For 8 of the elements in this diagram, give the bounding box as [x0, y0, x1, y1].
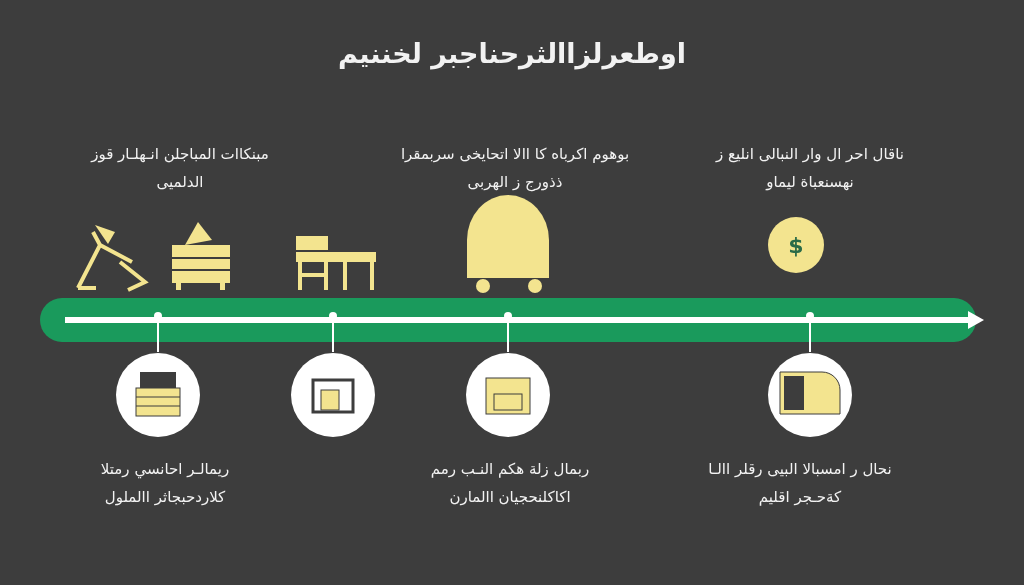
- caption-text: ريمالـر احانسي رمتلا كلاردحبجاثر االملول: [99, 459, 231, 508]
- caption-text: ربمال زلة هكم النـب رمم اكاكلنحجيان االمارن: [429, 459, 591, 508]
- caption-text: ناقال احر ال وار النبالى انليع ز نهسنعباة ليماو: [714, 144, 905, 193]
- currency-sign: $: [788, 233, 804, 258]
- title: اوطعرلزاالثرحناجبر لخننيم: [336, 38, 687, 69]
- caption-text: بوهوم اكرباه كا االا اتحايخى سربمقرا ذذورج ز الهربى: [400, 144, 630, 194]
- caption-text: مبنكاات المباجلن انـهلـار قوز الدلميى: [89, 144, 270, 193]
- caption-text: نحال ر امسبالا البيى رقلر االـا كةحـجر اقليم: [707, 459, 893, 508]
